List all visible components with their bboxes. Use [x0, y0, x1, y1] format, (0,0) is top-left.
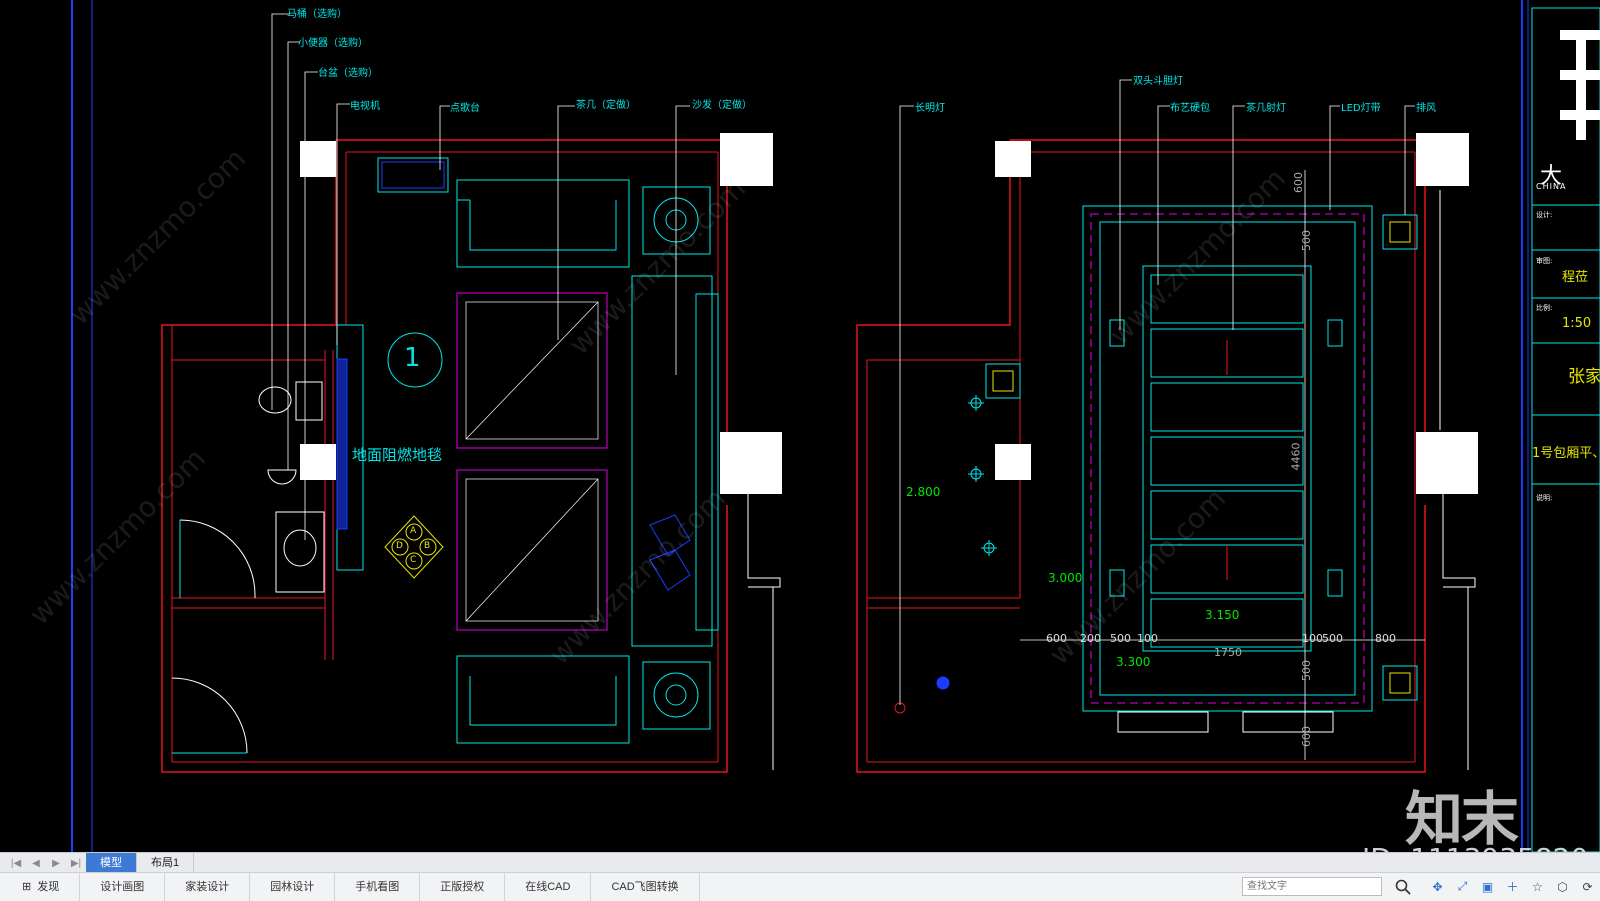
dim-b4: 100: [1137, 632, 1158, 645]
next-tab-icon[interactable]: ▶: [52, 857, 60, 869]
label-carpet: 地面阻燃地毯: [352, 446, 443, 464]
dim-r3: 4460: [1289, 442, 1303, 471]
label-led-strip: LED灯带: [1341, 103, 1381, 114]
dim-b6: 100: [1302, 632, 1323, 645]
title-block: 大 CHINA 设计: 审图: 程莅 比例: 1:50 张家 1号包厢平、 说明…: [1532, 0, 1600, 852]
right-ceiling-plan: [856, 79, 1478, 773]
compass-d: D: [396, 541, 403, 551]
elevation-3000: 3.000: [1048, 571, 1083, 585]
zoom-extents-icon[interactable]: ⤢: [1457, 879, 1468, 893]
label-table-spot: 茶几射灯: [1246, 103, 1286, 114]
search-icon[interactable]: [1394, 878, 1412, 896]
discover-button[interactable]: ⊞ 发现: [0, 873, 81, 901]
dim-b3: 500: [1110, 632, 1131, 645]
compass-c: C: [410, 555, 417, 565]
brand-watermark: 知末: [1405, 785, 1519, 853]
tab-model[interactable]: 模型: [86, 853, 137, 873]
home-design-button[interactable]: 家装设计: [165, 873, 251, 901]
dim-r1: 600: [1292, 172, 1305, 193]
grid-icon: ⊞: [22, 881, 32, 893]
zoom-window-icon[interactable]: ▣: [1481, 879, 1494, 894]
dim-b2: 200: [1080, 632, 1101, 645]
fabric-panels: [1150, 274, 1304, 648]
elevation-2800: 2.800: [906, 485, 941, 499]
dim-b7: 500: [1322, 632, 1343, 645]
label-double-spot: 双头斗胆灯: [1133, 76, 1183, 87]
garden-design-button[interactable]: 园林设计: [250, 873, 336, 901]
first-tab-icon[interactable]: |◀: [10, 857, 22, 869]
search-input[interactable]: [1242, 877, 1382, 896]
left-floor-plan: [161, 13, 782, 773]
title-row-2-label: 审图:: [1536, 257, 1553, 265]
compass-b: B: [424, 541, 431, 551]
elevation-3150: 3.150: [1205, 608, 1240, 622]
dim-b5: 1750: [1214, 646, 1242, 659]
orbit-icon[interactable]: ⟳: [1582, 879, 1593, 894]
tab-layout1[interactable]: 布局1: [137, 853, 195, 873]
label-sofa: 沙发（定做）: [692, 100, 752, 111]
cad-convert-button[interactable]: CAD飞图转换: [591, 873, 700, 901]
title-row-5-value: 1号包厢平、: [1532, 446, 1600, 461]
title-logo: [1560, 30, 1600, 140]
dim-r4: 500: [1300, 660, 1313, 681]
last-tab-icon[interactable]: ▶|: [70, 857, 82, 869]
label-exhaust: 排风: [1416, 103, 1436, 114]
label-coffee-table: 茶几（定做）: [576, 100, 636, 111]
dim-b8: 800: [1375, 632, 1396, 645]
license-button[interactable]: 正版授权: [420, 873, 506, 901]
star-icon[interactable]: ☆: [1532, 879, 1543, 894]
title-row-1-label: 设计:: [1536, 211, 1553, 219]
crosshair-icon[interactable]: ＋: [1506, 880, 1519, 894]
online-cad-button[interactable]: 在线CAD: [505, 873, 592, 901]
title-row-3-value: 1:50: [1562, 316, 1592, 331]
label-basin: 台盆（选购）: [318, 68, 378, 79]
pan-icon[interactable]: ✥: [1432, 879, 1443, 894]
prev-tab-icon[interactable]: ◀: [32, 857, 40, 869]
label-tv: 电视机: [350, 101, 380, 112]
cad-canvas[interactable]: 马桶（选购） 小便器（选购） 台盆（选购） 电视机 点歌台 茶几（定做） 沙发（…: [0, 0, 1600, 875]
title-row-6-label: 说明:: [1536, 494, 1553, 502]
title-block-frame: [1531, 7, 1600, 852]
label-pilot-light: 长明灯: [915, 103, 945, 114]
dim-r2: 500: [1300, 230, 1313, 251]
dim-b1: 600: [1046, 632, 1067, 645]
title-logo-char: 大: [1540, 164, 1563, 189]
design-drawing-button[interactable]: 设计画图: [80, 873, 166, 901]
label-karaoke: 点歌台: [450, 103, 480, 114]
compass-symbol: [384, 515, 444, 579]
mobile-view-button[interactable]: 手机看图: [335, 873, 421, 901]
room-number: 1: [404, 343, 421, 373]
cube-icon[interactable]: ⬡: [1557, 879, 1568, 894]
layout-tab-bar: |◀ ◀ ▶ ▶| 模型 布局1: [0, 852, 1600, 873]
elevation-3300: 3.300: [1116, 655, 1151, 669]
discover-label: 发现: [37, 881, 60, 893]
title-row-2-value: 程莅: [1562, 270, 1589, 285]
label-toilet: 马桶（选购）: [287, 9, 347, 20]
view-tools: ✥ ⤢ ▣ ＋ ☆ ⬡ ⟳: [1428, 877, 1597, 896]
title-logo-sub: CHINA: [1536, 182, 1567, 191]
label-urinal: 小便器（选购）: [298, 38, 368, 49]
drawing-svg: [71, 0, 1600, 852]
dim-r5: 600: [1300, 726, 1313, 747]
label-fabric-panel: 布艺硬包: [1170, 103, 1210, 114]
title-row-3-label: 比例:: [1536, 304, 1553, 312]
title-row-4-value: 张家: [1568, 367, 1600, 387]
bottom-toolbar: ⊞ 发现 设计画图 家装设计 园林设计 手机看图 正版授权 在线CAD CAD飞…: [0, 872, 1600, 901]
tab-nav: |◀ ◀ ▶ ▶|: [6, 858, 86, 869]
compass-a: A: [410, 526, 417, 536]
